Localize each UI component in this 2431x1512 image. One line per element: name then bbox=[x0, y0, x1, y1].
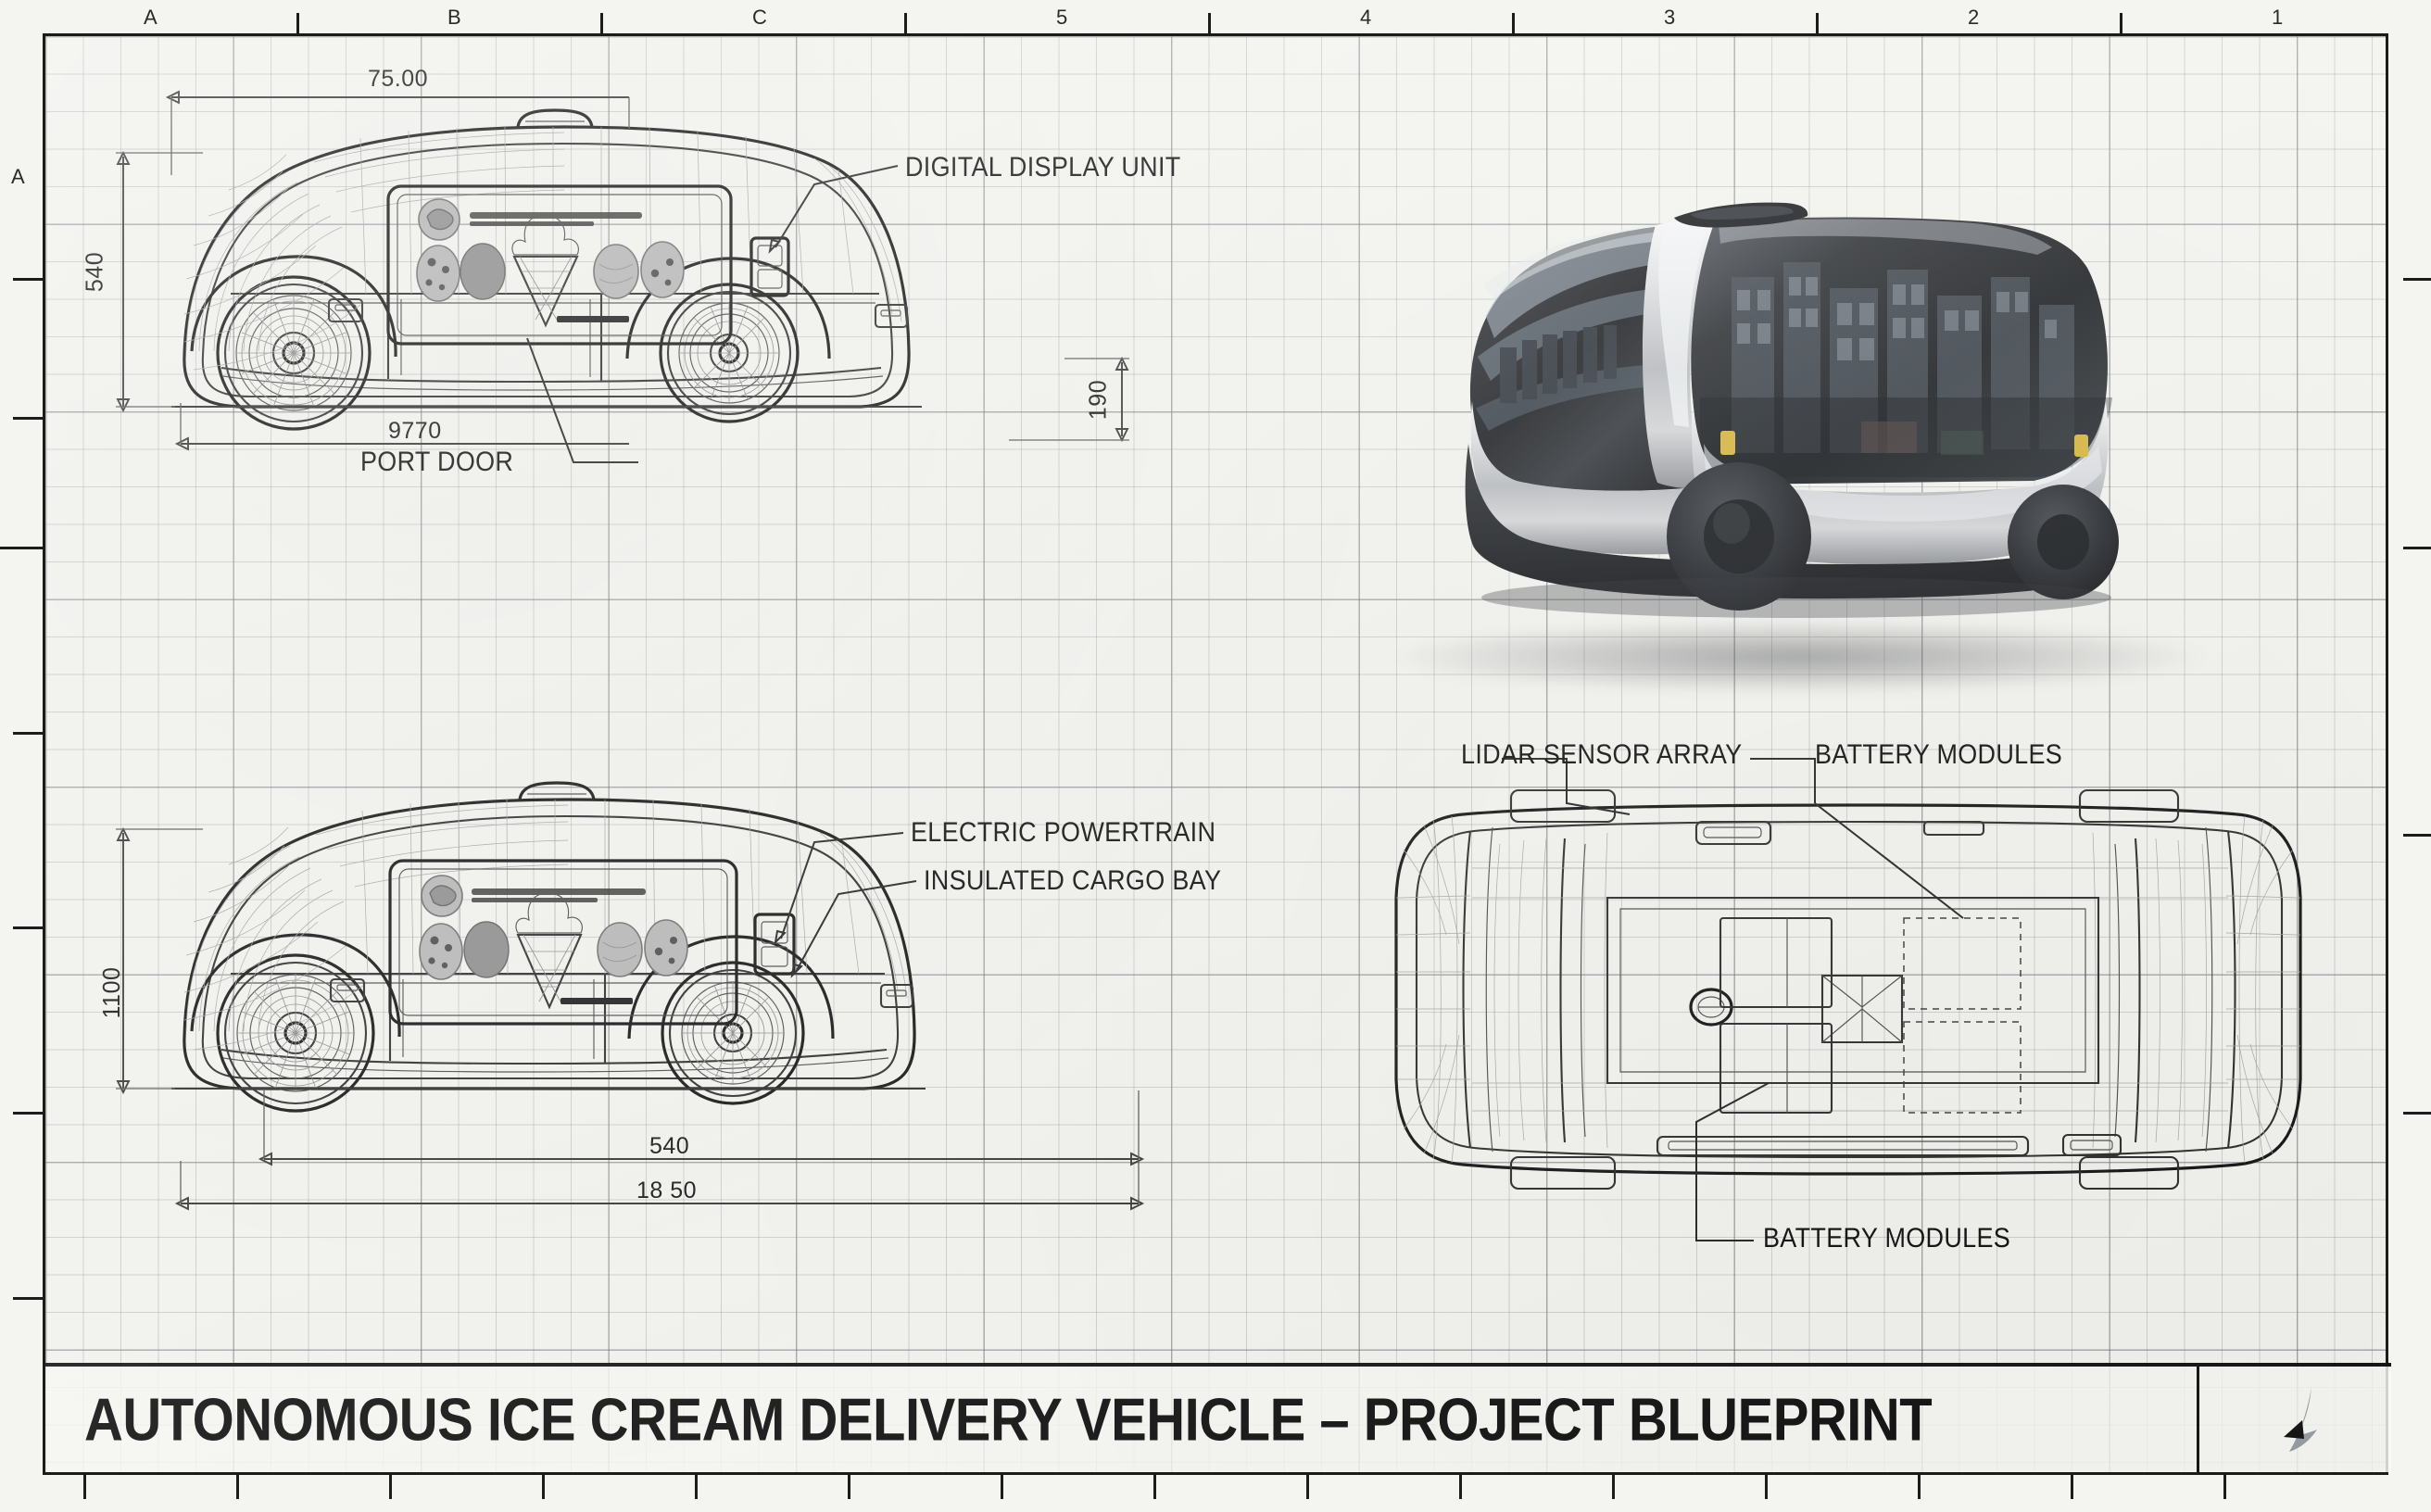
ruler-label-3: 3 bbox=[1664, 6, 1676, 29]
ruler-label-2: 2 bbox=[1968, 6, 1980, 29]
callout-electric-powertrain: ELECTRIC POWERTRAIN bbox=[911, 816, 1216, 848]
ruler-tick bbox=[13, 417, 43, 420]
title-block-main: AUTONOMOUS ICE CREAM DELIVERY VEHICLE – … bbox=[45, 1367, 2197, 1472]
ruler-tick bbox=[600, 13, 603, 44]
dim-overall-height: 540 bbox=[81, 251, 108, 293]
ruler-label-A: A bbox=[144, 6, 158, 29]
marker-light-right bbox=[2074, 435, 2088, 457]
ruler-bottom bbox=[0, 1469, 2431, 1512]
ruler-tick bbox=[1918, 1471, 1921, 1499]
side-elevation-upper-drawing bbox=[116, 90, 1129, 463]
ruler-tick bbox=[1612, 1471, 1615, 1499]
callout-battery-modules-top: BATTERY MODULES bbox=[1815, 738, 2063, 770]
dim-overall-length: 75.00 bbox=[368, 66, 429, 92]
dim-body-height: 1100 bbox=[97, 966, 126, 1019]
title-block: AUTONOMOUS ICE CREAM DELIVERY VEHICLE – … bbox=[45, 1363, 2391, 1472]
ruler-tick bbox=[13, 1112, 43, 1115]
callout-lidar-sensor-array: LIDAR SENSOR ARRAY bbox=[1461, 738, 1743, 770]
ruler-label-C: C bbox=[752, 6, 768, 29]
battery-module-outline bbox=[1903, 1021, 2022, 1114]
callout-port-door: PORT DOOR bbox=[360, 446, 514, 477]
view-side-elevation-lower: 1100 540 18 50 ELECTRIC POWERTRAIN INSUL… bbox=[82, 740, 1241, 1296]
drawing-frame: 540 75.00 9770 190 DIGITAL DISPLAY UNIT … bbox=[43, 33, 2391, 1475]
arrow-swoosh-logo bbox=[2283, 1387, 2317, 1452]
ruler-tick bbox=[2403, 834, 2431, 837]
dim-ground-clearance: 190 bbox=[1084, 379, 1112, 421]
ruler-tick bbox=[83, 1471, 86, 1499]
title-block-logo-cell bbox=[2197, 1367, 2391, 1472]
dim-wheelbase: 9770 bbox=[388, 418, 442, 444]
ruler-tick bbox=[904, 13, 907, 44]
ruler-label-1: 1 bbox=[2272, 6, 2284, 29]
ruler-tick bbox=[2403, 1112, 2431, 1115]
ruler-tick bbox=[1512, 13, 1515, 44]
ruler-top: A B C 5 4 3 2 1 bbox=[0, 0, 2431, 56]
battery-module-block bbox=[1719, 1022, 1833, 1115]
battery-module-outline bbox=[1903, 917, 2022, 1010]
dim-cargo-width: 540 bbox=[649, 1133, 690, 1159]
side-elevation-lower-drawing bbox=[116, 781, 1145, 1211]
battery-module-block bbox=[1719, 916, 1833, 1009]
render-ground-shadow bbox=[1379, 620, 2213, 694]
ruler-left: A bbox=[0, 0, 43, 1512]
ruler-tick bbox=[1306, 1471, 1309, 1499]
ruler-tick bbox=[0, 547, 43, 549]
ruler-tick bbox=[2223, 1471, 2226, 1499]
page-title: AUTONOMOUS ICE CREAM DELIVERY VEHICLE – … bbox=[84, 1385, 1933, 1454]
callout-battery-modules-bottom: BATTERY MODULES bbox=[1763, 1222, 2011, 1254]
ruler-tick bbox=[236, 1471, 239, 1499]
ruler-tick bbox=[13, 926, 43, 929]
callout-digital-display-unit: DIGITAL DISPLAY UNIT bbox=[905, 151, 1181, 183]
ruler-tick bbox=[2403, 278, 2431, 281]
ruler-tick bbox=[1001, 1471, 1003, 1499]
marker-light-left bbox=[1720, 431, 1735, 455]
view-top-plan: LIDAR SENSOR ARRAY BATTERY MODULES BATTE… bbox=[1352, 738, 2343, 1296]
ruler-tick bbox=[13, 732, 43, 735]
ruler-tick bbox=[848, 1471, 850, 1499]
ruler-label-B: B bbox=[447, 6, 462, 29]
view-render-3d bbox=[1342, 138, 2306, 750]
ruler-label-left-A: A bbox=[11, 165, 26, 188]
ruler-tick bbox=[1153, 1471, 1156, 1499]
ruler-tick bbox=[2403, 547, 2431, 549]
ruler-tick bbox=[2120, 13, 2122, 44]
ruler-tick bbox=[13, 1297, 43, 1300]
ruler-tick bbox=[695, 1471, 698, 1499]
ruler-tick bbox=[13, 278, 43, 281]
ruler-tick bbox=[1816, 13, 1819, 44]
ruler-tick bbox=[1765, 1471, 1768, 1499]
ruler-tick bbox=[389, 1471, 392, 1499]
top-plan-drawing bbox=[1394, 758, 2302, 1241]
ruler-tick bbox=[542, 1471, 545, 1499]
ruler-tick bbox=[1459, 1471, 1462, 1499]
callout-insulated-cargo-bay: INSULATED CARGO BAY bbox=[924, 864, 1222, 896]
dim-total-span: 18 50 bbox=[636, 1178, 698, 1203]
ruler-tick bbox=[2071, 1471, 2073, 1499]
view-side-elevation-upper: 540 75.00 9770 190 DIGITAL DISPLAY UNIT … bbox=[81, 66, 1180, 476]
ruler-label-4: 4 bbox=[1360, 6, 1372, 29]
render-vehicle-body bbox=[1465, 202, 2119, 618]
ruler-right bbox=[2388, 0, 2431, 1512]
ruler-label-5: 5 bbox=[1056, 6, 1068, 29]
ruler-tick bbox=[296, 13, 299, 44]
